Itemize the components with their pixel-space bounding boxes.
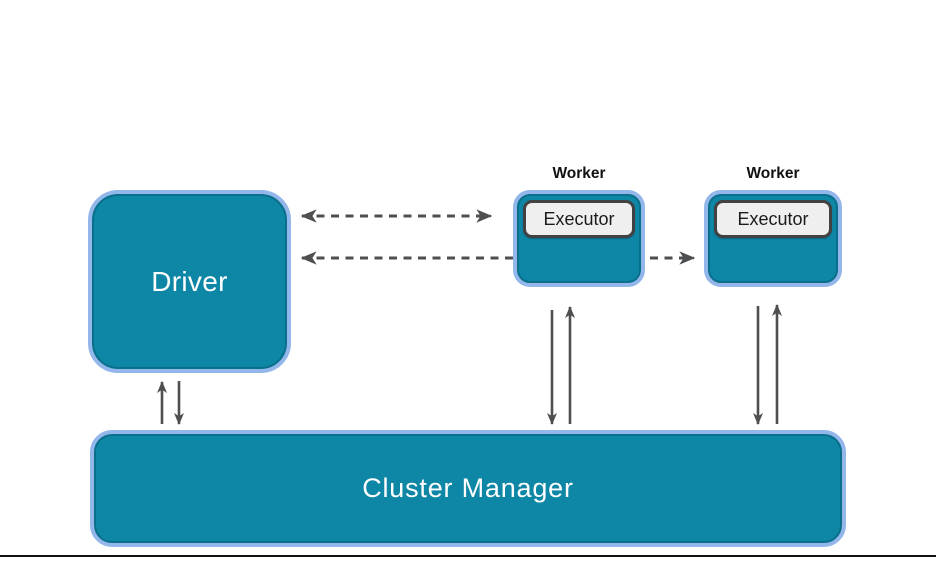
driver-label: Driver — [151, 265, 228, 297]
worker1-executor-box: Executor — [523, 200, 635, 238]
frame-bottom-line — [0, 555, 936, 557]
worker2-node: Executor — [704, 190, 842, 287]
cluster-manager-label: Cluster Manager — [362, 473, 574, 503]
worker1-title: Worker — [552, 165, 606, 182]
worker1-executor-label: Executor — [543, 208, 615, 229]
worker2-executor-box: Executor — [714, 200, 832, 238]
worker1-node: Executor — [513, 190, 645, 287]
driver-node: Driver — [88, 190, 291, 373]
cluster-manager-node: Cluster Manager — [90, 430, 846, 547]
worker2-title: Worker — [746, 165, 800, 182]
worker2-executor-label: Executor — [737, 208, 809, 229]
